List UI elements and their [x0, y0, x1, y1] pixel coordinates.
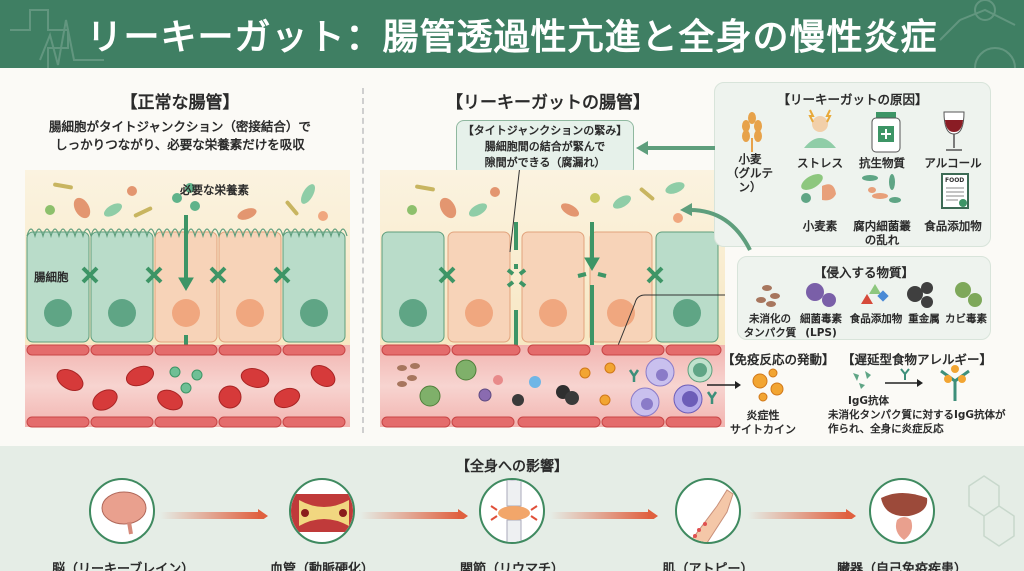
molecule-decoration-icon — [968, 475, 1015, 547]
effect-label-skin: 肌（アトピー） — [662, 562, 754, 571]
callout-line-1: 腸細胞間の結合が緊んで — [484, 140, 606, 153]
normal-gut-description-1: 腸細胞がタイトジャンクション（密接結合）で — [49, 119, 311, 134]
food-label-icon: FOOD — [941, 173, 969, 209]
lumen-particles — [407, 182, 685, 223]
brain-icon — [89, 478, 155, 544]
immune-allergy-icons — [707, 365, 970, 402]
flow-arrow-3 — [550, 509, 658, 519]
leaky-gut-illustration — [380, 170, 725, 428]
cause-label-gut-flora: 腐内細菌叢の乱れ — [853, 219, 911, 247]
intestinal-cell-label: 腸細胞 — [34, 270, 69, 284]
medical-decoration-icon — [10, 0, 1016, 68]
cause-label-alcohol: アルコール — [924, 156, 982, 170]
nutrient-label: 必要な栄養素 — [180, 183, 249, 197]
wine-glass-icon — [943, 111, 965, 151]
effect-organs: 臓器（自己免疫疾患） — [832, 478, 972, 571]
cause-label-antibiotics: 抗生物質 — [859, 156, 905, 170]
effect-skin: 肌（アトピー） — [638, 478, 778, 571]
delayed-allergy-title: 【遅延型食物アレルギー】 — [842, 352, 993, 367]
invader-label-lps: 細菌毒素(LPS) — [800, 313, 842, 339]
immune-complex-icon — [940, 365, 970, 401]
effect-brain: 脳（リーキーブレイン） — [52, 478, 195, 571]
cause-label-food-additives: 食品添加物 — [924, 219, 982, 233]
invader-icons — [756, 282, 982, 308]
intestinal-cells — [26, 228, 348, 343]
invader-label-mycotoxin: カビ毒素 — [945, 313, 987, 325]
effect-joint: 関節（リウマチ） — [442, 478, 582, 571]
header-banner: リーキーガット：腸管透過性亢進と全身の慢性炎症 — [0, 0, 1024, 68]
normal-gut-title: 【正常な腸管】 — [120, 93, 240, 113]
joint-icon — [479, 478, 545, 544]
invader-label-protein: 未消化のタンパク質 — [743, 313, 797, 339]
systemic-effects-section: 【全身への影響】 脳（リーキーブレイン） 血管（動脈硬化） 関節（リウマチ） 肌… — [0, 446, 1024, 571]
cause-label-wheat: 小麦（グルテン） — [727, 152, 773, 194]
callout-line-2: 隙間ができる（腐漏れ） — [484, 156, 606, 169]
blood-vessel-walls — [26, 344, 346, 428]
tight-junction-icons — [81, 266, 291, 284]
food-additive-icon — [861, 284, 889, 304]
flow-arrow-2 — [360, 509, 468, 519]
invaders-title: 【侵入する物質】 — [813, 265, 914, 280]
cause-label-wheat-protein: 小麦素 — [802, 219, 838, 233]
invaders-panel: 【侵入する物質】 — [737, 256, 991, 340]
effect-blood-vessel: 血管（動脈硬化） — [252, 478, 392, 571]
bacteria-icon — [862, 174, 901, 203]
effect-label-brain: 脳（リーキーブレイン） — [52, 562, 195, 571]
broken-tight-junctions — [438, 264, 664, 288]
undigested-protein-icon — [756, 285, 780, 307]
cause-arrows — [636, 141, 752, 251]
causes-panel: 【リーキーガットの原因】 — [714, 82, 991, 247]
cause-label-stress: ストレス — [797, 156, 843, 170]
invader-label-additives: 食品添加物 — [849, 313, 903, 325]
effect-label-joint: 関節（リウマチ） — [459, 562, 564, 571]
invading-substances — [397, 359, 616, 407]
immune-response-title: 【免疫反応の発動】 — [722, 352, 835, 367]
food-label-text: FOOD — [945, 177, 964, 184]
normal-gut-description-2: しっかりつながり、必要な栄養素だけを吸収 — [55, 137, 305, 152]
cytokine-icon — [752, 368, 784, 402]
red-blood-cells — [56, 365, 336, 411]
allergy-description: 未消化タンパク質に対するIgG抗体が作られ、全身に炎症反応 — [828, 409, 1006, 435]
nutrient-particles — [45, 182, 328, 221]
immune-cells — [628, 357, 718, 417]
stress-icon — [804, 109, 836, 148]
effect-label-organs: 臓器（自己免疫疾患） — [836, 562, 967, 571]
heavy-metal-icon — [907, 282, 933, 308]
causes-title: 【リーキーガットの原因】 — [777, 92, 928, 107]
bacterial-toxin-icon — [806, 283, 836, 307]
flow-arrow-1 — [160, 509, 268, 519]
medicine-bottle-icon — [871, 112, 901, 153]
blood-vessel-icon — [289, 478, 355, 544]
leaky-gut-title: 【リーキーガットの腸管】 — [446, 93, 650, 113]
igg-label: IgG抗体 — [848, 395, 890, 407]
effect-label-blood-vessel: 血管（動脈硬化） — [269, 562, 374, 571]
organ-icon — [869, 478, 935, 544]
tight-junction-callout: 【タイトジャンクションの緊み】 腸細胞間の結合が緊んで 隙間ができる（腐漏れ） — [456, 120, 634, 176]
mold-toxin-icon — [955, 282, 982, 307]
invader-label-metals: 重金属 — [908, 313, 940, 325]
callout-title: 【タイトジャンクションの緊み】 — [462, 124, 628, 137]
normal-gut-illustration — [25, 170, 350, 428]
skin-arm-icon — [675, 478, 741, 544]
cause-icons: FOOD — [742, 109, 969, 209]
effects-title: 【全身への影響】 — [456, 459, 568, 475]
igg-antibody-icon — [853, 371, 871, 389]
page-title: リーキーガット：腸管透過性亢進と全身の慢性炎症 — [86, 17, 938, 58]
wheat-protein-icon — [801, 174, 836, 203]
wheat-icon — [742, 112, 762, 152]
section-divider — [362, 88, 364, 433]
cytokine-label: 炎症性サイトカイン — [730, 409, 796, 436]
flow-arrow-4 — [748, 509, 856, 519]
